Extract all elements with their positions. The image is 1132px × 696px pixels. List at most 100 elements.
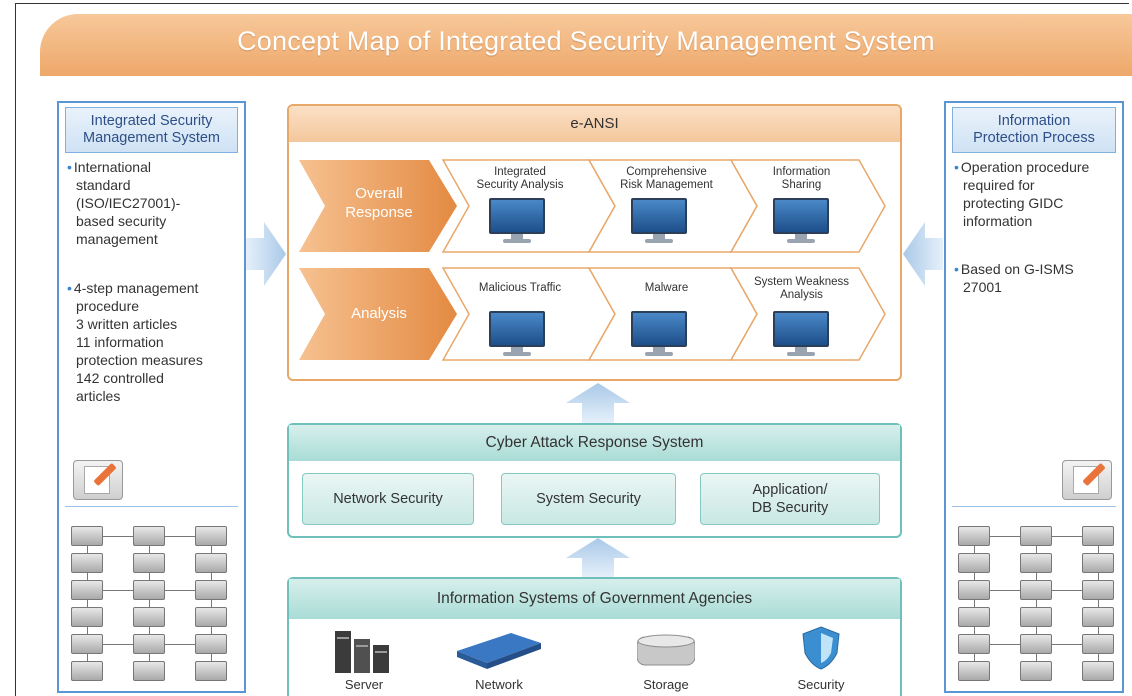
device-label-server: Server [344, 677, 384, 692]
security-shield-icon [802, 626, 840, 670]
right-bullet-1: •Operation procedure required for protec… [954, 159, 1090, 229]
right-b2-l0: Based on G-ISMS [960, 261, 1074, 277]
system-security-box: System Security [501, 473, 676, 525]
card-r1c3-l1: Sharing [781, 179, 822, 191]
hierarchy-node [1020, 553, 1052, 573]
card-integrated-security-analysis: Integrated Security Analysis [455, 166, 585, 192]
card-r2c3-l1: Analysis [780, 289, 823, 301]
cyber-title: Cyber Attack Response System [289, 425, 900, 461]
hierarchy-node [1082, 661, 1114, 681]
document-edit-icon [73, 460, 123, 500]
hierarchy-connector [87, 536, 88, 671]
right-panel-heading: Information Protection Process [952, 107, 1116, 153]
right-b1-l1: required for [963, 177, 1035, 193]
hierarchy-node [133, 553, 165, 573]
left-b2-l2: 3 written articles [76, 316, 178, 332]
left-b1-l1: standard [76, 177, 131, 193]
card-r2c2-l0: Malware [644, 282, 689, 294]
hierarchy-node [71, 580, 103, 600]
hierarchy-node [958, 634, 990, 654]
card-malware: Malware [599, 282, 734, 295]
hierarchy-connector [974, 536, 975, 671]
document-edit-icon [1062, 460, 1112, 500]
device-label-network: Network [475, 677, 523, 692]
hierarchy-node [1082, 553, 1114, 573]
hierarchy-node [133, 580, 165, 600]
right-hierarchy-icon [958, 526, 1118, 686]
right-b2-l1: 27001 [963, 279, 1002, 295]
monitor-icon [489, 198, 545, 244]
left-b2-l1: procedure [76, 298, 140, 314]
hierarchy-node [1082, 526, 1114, 546]
hierarchy-node [1082, 580, 1114, 600]
hierarchy-node [71, 553, 103, 573]
cyber-attack-response-panel: Cyber Attack Response System Network Sec… [287, 423, 902, 538]
left-heading-line2: Management System [82, 130, 220, 146]
right-b1-l0: Operation procedure [960, 159, 1090, 175]
left-b2-l3: 11 information [76, 334, 164, 350]
up-arrow-icon [566, 383, 630, 423]
right-panel: Information Protection Process •Operatio… [944, 101, 1124, 693]
infosys-title: Information Systems of Government Agenci… [289, 579, 900, 619]
left-b1-l4: management [76, 231, 158, 247]
monitor-malware-icon [631, 311, 687, 357]
card-system-weakness-analysis: System Weakness Analysis [744, 276, 859, 302]
card-r2c1-l0: Malicious Traffic [478, 282, 562, 294]
title-banner: Concept Map of Integrated Security Manag… [40, 14, 1132, 76]
card-r1c1-l1: Security Analysis [476, 179, 564, 191]
outer-frame [15, 3, 1129, 696]
hierarchy-node [195, 634, 227, 654]
row2-label-l0: Analysis [351, 305, 407, 322]
network-icon [457, 633, 541, 669]
left-panel: Integrated Security Management System •I… [57, 101, 246, 693]
right-divider [952, 506, 1116, 507]
card-comprehensive-risk-management: Comprehensive Risk Management [599, 166, 734, 192]
hierarchy-connector [211, 536, 212, 671]
hierarchy-node [71, 607, 103, 627]
hierarchy-node [71, 661, 103, 681]
left-arrow-right-icon [246, 222, 286, 286]
left-b1-l2: (ISO/IEC27001)- [76, 195, 181, 211]
left-b2-l4: protection measures [76, 352, 203, 368]
monitor-gears-icon [631, 198, 687, 244]
monitor-share-icon [773, 198, 829, 244]
left-b1-l0: International [73, 159, 151, 175]
hierarchy-node [133, 661, 165, 681]
hierarchy-node [133, 526, 165, 546]
hierarchy-node [958, 607, 990, 627]
hierarchy-node [195, 580, 227, 600]
right-heading-line1: Information [997, 113, 1071, 129]
left-divider [65, 506, 238, 507]
hierarchy-node [195, 607, 227, 627]
hierarchy-node [133, 607, 165, 627]
card-r1c3-l0: Information [772, 166, 831, 178]
hierarchy-node [1020, 526, 1052, 546]
left-b1-l3: based security [76, 213, 167, 229]
hierarchy-node [1020, 634, 1052, 654]
hierarchy-connector [1098, 536, 1099, 671]
monitor-pie-icon [773, 311, 829, 357]
information-systems-panel: Information Systems of Government Agenci… [287, 577, 902, 696]
left-panel-heading: Integrated Security Management System [65, 107, 238, 153]
hierarchy-node [1020, 661, 1052, 681]
hierarchy-connector [149, 536, 150, 671]
application-db-security-box: Application/ DB Security [700, 473, 880, 525]
left-bullet-1: •International standard (ISO/IEC27001)- … [67, 159, 181, 247]
row1-label-l1: Response [345, 204, 413, 221]
monitor-chart-icon [489, 311, 545, 357]
hierarchy-node [71, 526, 103, 546]
hierarchy-node [195, 553, 227, 573]
left-bullet-2: •4-step management procedure 3 written a… [67, 280, 203, 404]
card-information-sharing: Information Sharing [744, 166, 859, 192]
row1-label-l0: Overall [355, 185, 403, 202]
right-arrow-left-icon [903, 222, 943, 286]
server-icon [335, 631, 389, 673]
hierarchy-node [958, 553, 990, 573]
device-label-security: Security [797, 677, 845, 692]
left-b2-l5: 142 controlled [76, 370, 164, 386]
analysis-label: Analysis [329, 304, 429, 323]
left-b2-l6: articles [76, 388, 121, 404]
card-r1c2-l0: Comprehensive [626, 166, 707, 178]
page-title: Concept Map of Integrated Security Manag… [237, 26, 935, 56]
right-b1-l2: protecting GIDC [963, 195, 1064, 211]
